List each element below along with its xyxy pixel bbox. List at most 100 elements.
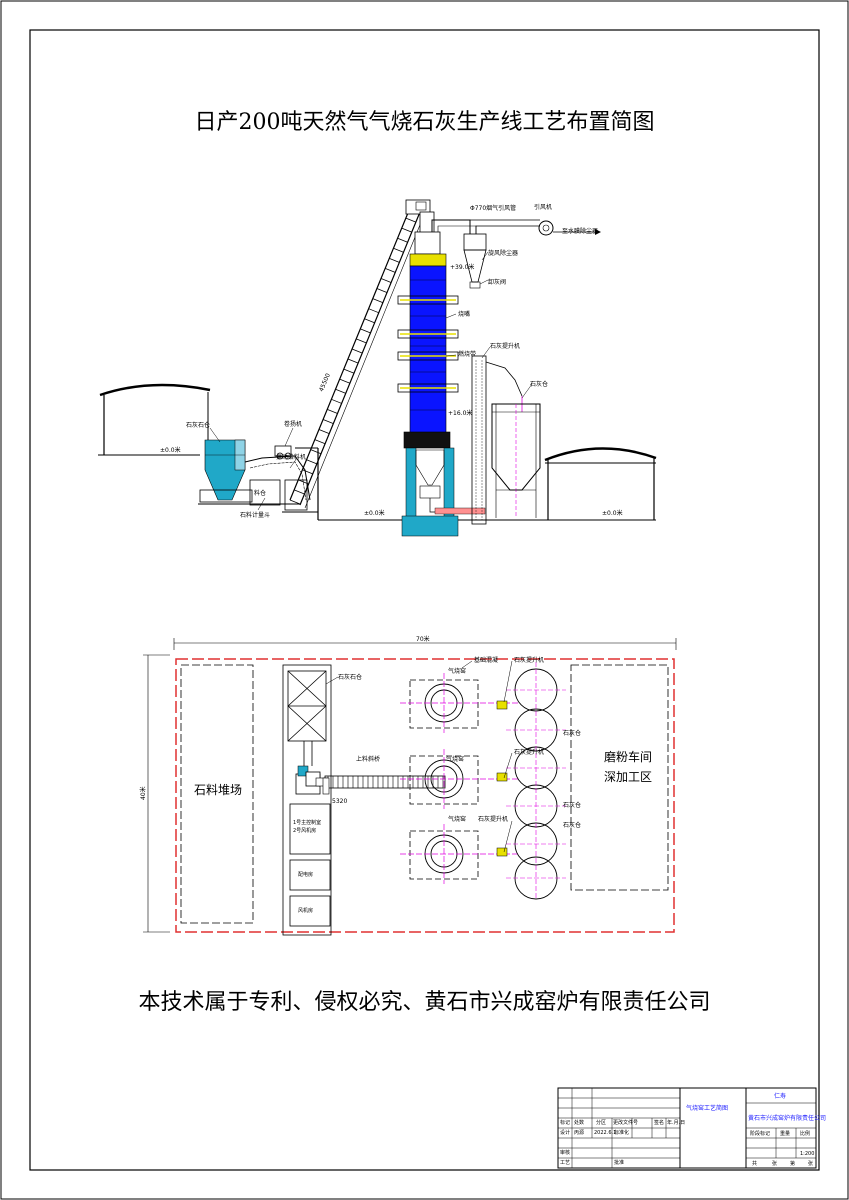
label-feeder: 振动给料机: [276, 454, 307, 461]
bridge-rung: [368, 308, 379, 314]
bridge-rung: [372, 298, 383, 303]
bridge-rung: [335, 388, 346, 394]
bridge-rung: [310, 449, 321, 455]
bridge-rung: [331, 398, 342, 404]
label-level-left: ±0.0米: [160, 447, 181, 454]
limestone-silo: [198, 439, 300, 506]
bridge-rung: [393, 247, 404, 253]
tb-sheets-4: 张: [808, 1161, 814, 1167]
kiln-foundation: [409, 830, 479, 880]
plan-elevator-label-1: 石灰提升机: [514, 657, 545, 664]
kiln-foundation: [409, 679, 479, 729]
stock-shed-left: [99, 383, 211, 455]
storage-shed-right: [544, 447, 657, 520]
bridge-rung: [343, 368, 354, 374]
kiln-body: [409, 265, 447, 435]
tb-r4-c1: 工艺: [560, 1160, 571, 1166]
bridge-rung: [389, 257, 400, 263]
plan-base-label: 基础混凝: [474, 657, 499, 664]
lime-silo: [491, 403, 541, 518]
plan-width-dim: 70米: [416, 636, 430, 643]
patent-notice: 本技术属于专利、侵权必究、黄石市兴成窑炉有限责任公司: [138, 990, 711, 1015]
bridge-rung: [356, 338, 367, 344]
label-level-mid: +16.0米: [448, 410, 473, 417]
bridge-rung: [318, 429, 330, 434]
bridge-rung: [347, 358, 359, 364]
plan-lime-silo-label-3: 石灰仓: [563, 822, 582, 829]
bridge-rung: [302, 469, 313, 475]
label-burn-ring: 燃烧带: [458, 351, 477, 358]
bridge-rung: [306, 459, 317, 465]
tb-sheets-3: 第: [790, 1161, 796, 1167]
bridge-rung: [351, 348, 363, 354]
tb-r1-c1: 标记: [560, 1120, 571, 1126]
bridge-rung: [298, 479, 309, 485]
tb-r1-c6: 年.月.日: [667, 1120, 686, 1126]
bridge-rung: [376, 288, 388, 293]
plan-room-1b: 2号风机房: [293, 828, 317, 834]
bridge-rung: [327, 409, 338, 414]
tb-company: 黄石市兴成窑炉有限责任公司: [748, 1115, 827, 1122]
bridge-rung: [360, 328, 371, 334]
stock-yard-area: [180, 664, 254, 924]
plan-lime-silo-label-2: 石灰仓: [563, 802, 582, 809]
tb-r2-c2: 丙源: [574, 1130, 585, 1136]
tb-r1-c3: 分区: [596, 1120, 607, 1126]
lime-elevator: [471, 355, 523, 525]
grinding-workshop-area: [570, 664, 669, 891]
bridge-rung: [405, 217, 417, 223]
label-cyclone: 旋风除尘器: [488, 250, 519, 257]
tb-r1-c5: 签名: [654, 1120, 665, 1126]
plan-height-dim: 40米: [140, 786, 147, 800]
leader-lines: [209, 251, 533, 511]
bridge-rung: [314, 439, 325, 444]
plan-conveyor-label: 上料斜桥: [356, 756, 381, 763]
tb-r3-c1: 审核: [560, 1150, 571, 1156]
plan-view: [143, 638, 677, 936]
plan-kiln-label-1: 气烧窑: [448, 668, 467, 675]
tb-hdr-3: 比例: [800, 1131, 811, 1137]
label-lime-silo: 石灰仓: [530, 381, 549, 388]
bridge-rung: [397, 237, 408, 243]
silo-block: [282, 664, 332, 936]
site-boundary: [175, 658, 675, 933]
plan-room-2: 配电房: [298, 872, 314, 878]
label-level-top: +39.0米: [450, 264, 475, 271]
shaft-kiln: [397, 231, 486, 537]
kiln-platforms: [397, 295, 459, 393]
label-level-right: ±0.0米: [602, 510, 623, 517]
bridge-rung: [289, 499, 301, 505]
plan-elevators: [496, 700, 508, 857]
label-level-ground: ±0.0米: [364, 510, 385, 517]
stock-yard-label: 石料堆场: [194, 783, 243, 797]
bridge-rung: [322, 419, 334, 424]
plan-elevator: [496, 847, 508, 857]
plan-elevator-label-2: 石灰提升机: [514, 749, 545, 756]
plan-kiln-label-2: 气烧窑: [446, 756, 465, 763]
bridge-rung: [380, 278, 392, 283]
tb-r4-c2: 批准: [614, 1160, 625, 1166]
bridge-rung: [385, 268, 396, 273]
title-block: [557, 1087, 817, 1169]
tb-r2-c3: 2022.6.1: [594, 1130, 617, 1136]
plan-elevator-label-3: 石灰提升机: [478, 816, 509, 823]
tb-sheets-1: 共: [752, 1161, 758, 1167]
bridge-rung: [293, 489, 305, 495]
tb-drawing-name: 气烧窑工艺简图: [686, 1105, 729, 1112]
label-hopper: 料仓: [254, 490, 267, 497]
tb-hdr-1: 阶段标记: [750, 1131, 771, 1137]
tb-scale: 1:200: [800, 1151, 815, 1157]
plan-elevator: [496, 700, 508, 710]
bridge-rung: [401, 227, 412, 233]
tb-r1-c4: 更改文件号: [613, 1120, 639, 1126]
plan-kiln-label-3: 气烧窑: [448, 816, 467, 823]
plan-kilns: [400, 673, 520, 884]
inner-border: [29, 29, 820, 1171]
plan-lime-silo-label-1: 石灰仓: [563, 730, 582, 737]
bridge-rung: [364, 318, 375, 324]
label-weigh-hopper: 石料计量斗: [240, 512, 271, 519]
bridge-rung: [339, 378, 350, 384]
label-flue-duct: Φ770烟气引风管: [470, 205, 517, 212]
